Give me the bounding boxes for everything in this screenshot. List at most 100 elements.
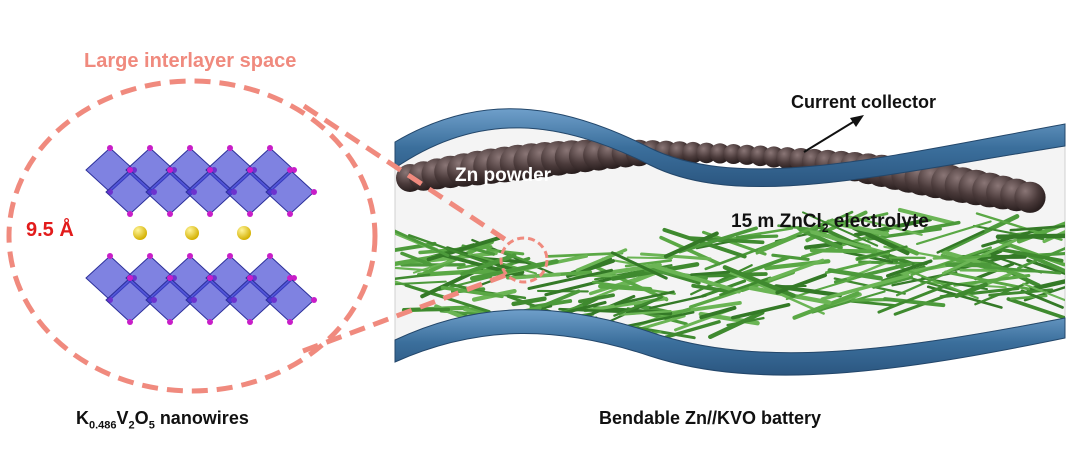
nanowire [739, 227, 794, 238]
nanowire [851, 298, 891, 302]
nanowire [944, 270, 1031, 291]
nanowire [1010, 294, 1048, 300]
nanowire [690, 270, 731, 277]
zoom-callout-ellipse [6, 78, 378, 394]
oxygen-atom [247, 167, 253, 173]
nanowire [412, 253, 473, 274]
oxygen-atom [247, 275, 253, 281]
nanowire [610, 251, 668, 280]
top-current-collector [394, 108, 1066, 188]
caption-k-sub: 0.486 [89, 419, 117, 432]
nanowire [785, 277, 858, 301]
nanowire [954, 282, 988, 299]
nanowire [897, 207, 955, 226]
current-collector-label: Current collector [791, 92, 937, 112]
nanowire [1026, 258, 1065, 284]
oxygen-atom [107, 145, 113, 151]
nanowire [544, 275, 620, 297]
nanowire [486, 248, 525, 256]
oxygen-atom [127, 319, 133, 325]
oxygen-atom [311, 189, 317, 195]
oxygen-atom [207, 319, 213, 325]
caption-o-sub: 5 [148, 419, 155, 432]
oxygen-atom [287, 211, 293, 217]
bottom-current-collector [394, 309, 1066, 376]
nanowire [614, 290, 675, 306]
zoom-connector-top [302, 103, 511, 245]
k-atom [133, 226, 147, 240]
oxygen-atom [207, 275, 213, 281]
nanowire [651, 264, 741, 294]
nanowire [846, 214, 923, 236]
nanowire [689, 264, 753, 296]
oxygen-atom [147, 253, 153, 259]
nanowire [626, 256, 673, 260]
electrolyte-label-suffix: electrolyte [828, 211, 929, 232]
oxygen-atom [127, 167, 133, 173]
caption-k: K [76, 408, 89, 428]
nanowire [809, 248, 878, 254]
nanowire [395, 228, 450, 257]
nanowire [527, 268, 613, 290]
nanowire [792, 291, 860, 320]
nanowire [775, 273, 827, 295]
oxygen-atom [207, 211, 213, 217]
nanowire [923, 220, 961, 231]
nanowire [598, 283, 653, 292]
collector-arrow [803, 115, 864, 153]
zoom-source-circle [499, 236, 549, 284]
caption-suffix: nanowires [154, 408, 249, 428]
oxygen-atom [167, 319, 173, 325]
caption-v: V [116, 408, 129, 428]
oxygen-atom [127, 211, 133, 217]
oxygen-atom [127, 275, 133, 281]
nanowire [767, 258, 825, 282]
nanowire [719, 276, 772, 297]
nanowire [1042, 221, 1065, 244]
nanowire [578, 293, 615, 304]
nanowire [1020, 289, 1064, 309]
oxygen-atom [247, 211, 253, 217]
nanowire [995, 233, 1065, 240]
kvo-crystal-structure [85, 145, 317, 325]
nanowire [575, 248, 628, 272]
nanowire [460, 253, 517, 277]
nanowire [926, 285, 1003, 309]
battery-caption: Bendable Zn//KVO battery [599, 408, 822, 428]
nanowire [597, 262, 662, 277]
nanowire [408, 233, 494, 266]
electrolyte-label-prefix: 15 m ZnCl [731, 211, 822, 232]
interlayer-spacing-label: 9.5 Å [26, 219, 74, 241]
oxygen-atom [267, 145, 273, 151]
oxygen-atom [227, 145, 233, 151]
nanowire [691, 283, 731, 294]
nanowire [1006, 297, 1065, 325]
nanowire [640, 252, 712, 261]
oxygen-atom [287, 167, 293, 173]
oxygen-atom [167, 211, 173, 217]
interlayer-space-label: Large interlayer space [84, 50, 297, 72]
nanowire [678, 226, 758, 254]
oxygen-atom [187, 145, 193, 151]
nanowire [689, 278, 773, 309]
nanowire [872, 275, 914, 289]
nanowire [986, 253, 1043, 274]
nanowire [1017, 236, 1065, 270]
nanowire [997, 247, 1064, 263]
nanowire [915, 220, 992, 245]
electrolyte-label: 15 m ZnCl2 electrolyte [731, 211, 929, 235]
oxygen-atom [227, 253, 233, 259]
nanowire [708, 310, 765, 340]
nanowire [726, 316, 765, 327]
nanowire [811, 290, 886, 314]
nanowire [395, 280, 447, 286]
nanowire [440, 285, 504, 299]
caption-o: O [134, 408, 149, 428]
nanowire [910, 246, 993, 277]
oxygen-atom [207, 167, 213, 173]
nanowire [730, 302, 791, 320]
nanowire [877, 281, 954, 314]
nanowire [958, 254, 992, 260]
nanowire [498, 250, 537, 266]
